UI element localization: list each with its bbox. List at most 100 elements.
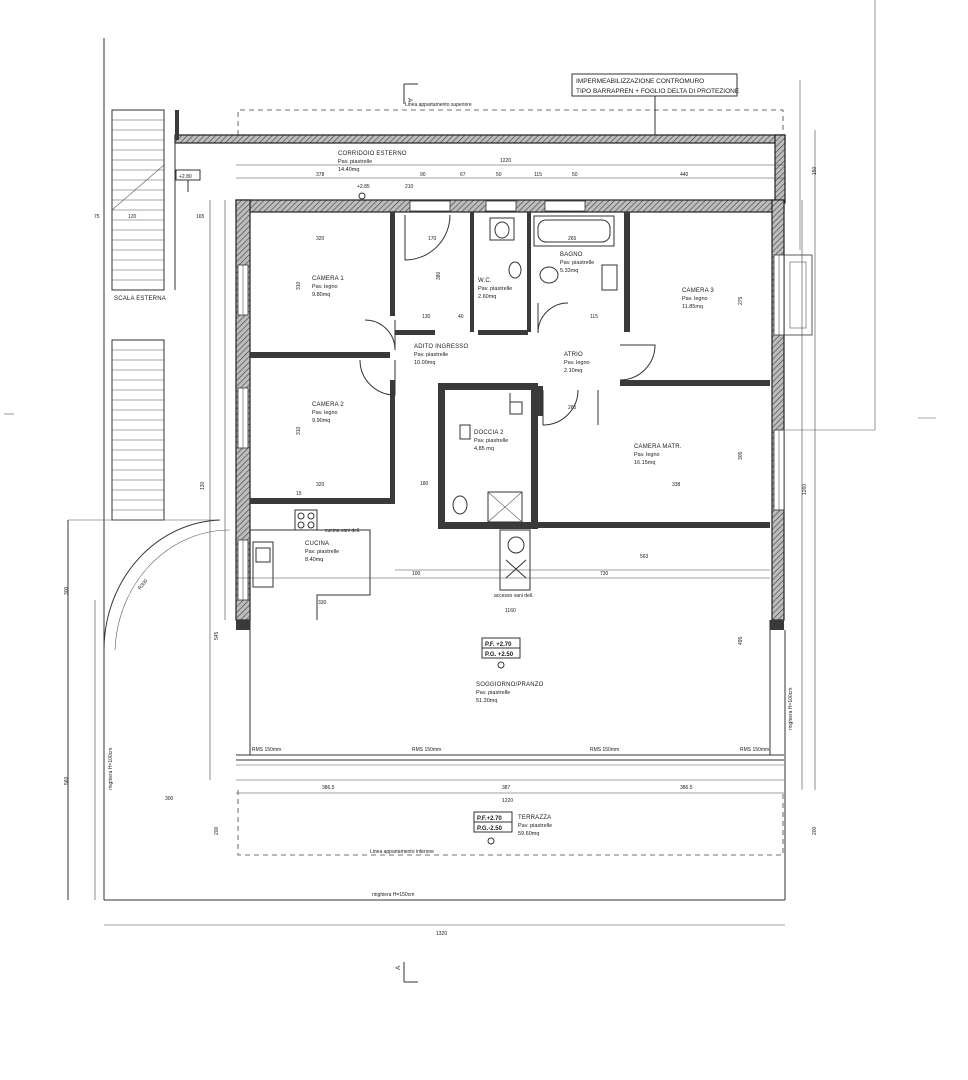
room-area-adito: 10.00mq [414, 360, 435, 366]
room-camera3: CAMERA 3 Pav. legno 11.85mq [682, 288, 714, 310]
dim-bagno-sub: 115 [590, 314, 598, 320]
dim-kitchen-b: 730 [600, 571, 609, 577]
waterproofing-note: IMPERMEABILIZZAZIONE CONTROMURO TIPO BAR… [571, 73, 740, 137]
lower-line-label: Linea appartamento inferiore [370, 849, 434, 855]
note-accesso-vani: accesso vani dell. [494, 593, 533, 599]
note-cucina-vani: cucina vani dell. [325, 528, 361, 534]
dim-stair-75: 75 [94, 214, 100, 220]
room-corridoio: CORRIDOIO ESTERNO Pav. piastrelle 14.40m… [338, 151, 407, 173]
room-area-doccia: 4.85 mq [474, 446, 494, 452]
rms-label-2: RMS 150mm [412, 747, 441, 753]
dim-bottom-c: 386.5 [680, 785, 693, 791]
dim-top-h: 210 [405, 184, 414, 190]
level-terrace-pg: P.G.-2.50 [477, 826, 503, 832]
room-name-camera3: CAMERA 3 [682, 288, 714, 294]
dim-right-150: 150 [812, 166, 818, 175]
rms-label-4: RMS 150mm [740, 747, 769, 753]
room-name-soggiorno: SOGGIORNO/PRANZO [476, 682, 544, 688]
room-area-wc: 2.60mq [478, 294, 496, 300]
rms-label-3: RMS 150mm [590, 747, 619, 753]
dim-top-f: 50 [572, 172, 578, 178]
room-floor-terrazza: Pav. piastrelle [518, 823, 552, 829]
dim-window-130: 130 [200, 481, 206, 490]
room-name-corridoio: CORRIDOIO ESTERNO [338, 151, 407, 157]
room-wc: W.C. Pav. piastrelle 2.60mq [478, 278, 512, 300]
dim-right-200: 200 [812, 826, 818, 835]
dim-bottom-total: 1220 [502, 798, 513, 804]
dim-top-c: 67 [460, 172, 466, 178]
dim-c3-h: 275 [738, 296, 744, 305]
room-area-camera1: 9.80mq [312, 292, 330, 298]
kitchen-fixtures [250, 509, 531, 620]
section-marker-top: A [403, 83, 418, 104]
section-label-top: A [406, 98, 413, 103]
dim-cucina-w: 330 [318, 600, 327, 606]
level-living-pg: P.G. +2.50 [485, 652, 514, 658]
note-ringhiera-bottom: ringhiera H=150cm [372, 892, 414, 898]
room-floor-camera2: Pav. legno [312, 410, 338, 416]
note-line2: TIPO BARRAPREN + FOGLIO DELTA DI PROTEZI… [576, 88, 740, 95]
dim-mid-130: 130 [422, 314, 431, 320]
dim-matr-w: 338 [672, 482, 681, 488]
external-stair: SCALA ESTERNA [111, 109, 176, 521]
dim-kitchen-w: 563 [640, 554, 649, 560]
room-floor-bagno: Pav. piastrelle [560, 260, 594, 266]
dim-top-g: 440 [680, 172, 689, 178]
room-name-camera2: CAMERA 2 [312, 402, 344, 408]
dim-right-1260: 1260 [802, 484, 808, 495]
misc-notes: cucina vani dell. accesso vani dell. rin… [108, 528, 794, 898]
doors [359, 214, 656, 426]
level-markers: +2.80 +2.85 P.F. +2.70 P.G. +2.50 P.F.+2… [175, 169, 521, 845]
room-cucina: CUCINA Pav. piastrelle 8.40mq [305, 541, 339, 563]
room-name-adito: ADITO INGRESSO [414, 344, 468, 350]
room-camera2: CAMERA 2 Pav. legno 9.90mq [312, 402, 344, 424]
room-camera1: CAMERA 1 Pav. legno 9.80mq [312, 276, 344, 298]
room-area-terrazza: 59.60mq [518, 831, 539, 837]
dim-c1-h: 310 [296, 281, 302, 290]
room-area-camera2: 9.90mq [312, 418, 330, 424]
dim-bottom-b: 387 [502, 785, 511, 791]
room-area-bagno: 5.33mq [560, 268, 578, 274]
dim-living-h: 495 [738, 636, 744, 645]
dim-mid-40: 40 [458, 314, 464, 320]
room-adito: ADITO INGRESSO Pav. piastrelle 10.00mq [414, 344, 468, 366]
room-name-terrazza: TERRAZZA [518, 815, 551, 821]
dim-top-b: 90 [420, 172, 426, 178]
lower-apartment-line: Linea appartamento inferiore [237, 790, 784, 856]
dim-stair-165: 165 [196, 214, 205, 220]
room-name-cucina: CUCINA [305, 541, 329, 547]
dimension-lines [94, 130, 816, 926]
dim-mid-180: 180 [420, 481, 429, 487]
room-floor-soggiorno: Pav. piastrelle [476, 690, 510, 696]
dim-c2-h: 310 [296, 426, 302, 435]
room-name-bagno: BAGNO [560, 252, 583, 258]
living-bottom-edge: RMS 150mm RMS 150mm RMS 150mm RMS 150mm [236, 620, 784, 766]
room-atrio: ATRIO Pav. legno 2.10mq [564, 352, 590, 374]
dim-stair-120: 120 [128, 214, 137, 220]
margin-ticks [4, 413, 936, 419]
dim-adito-w: 170 [428, 236, 437, 242]
stair-label: SCALA ESTERNA [114, 296, 166, 302]
section-marker-bottom: A [395, 962, 418, 983]
room-doccia: DOCCIA 2 Pav. piastrelle 4.85 mq [474, 430, 508, 452]
room-floor-matr: Pav. legno [634, 452, 660, 458]
note-ringhiera-right: ringhiera H=100cm [788, 688, 794, 730]
note-line1: IMPERMEABILIZZAZIONE CONTROMURO [576, 78, 704, 85]
dim-terrace-h: 300 [165, 796, 174, 802]
room-area-matr: 16.15mq [634, 460, 655, 466]
stair-treads-lower [112, 349, 164, 511]
room-floor-corridoio: Pav. piastrelle [338, 159, 372, 165]
section-label-bottom: A [395, 965, 402, 970]
dimension-texts: 1220 378 90 67 50 115 50 440 210 320 310… [64, 158, 818, 937]
room-floor-camera3: Pav. legno [682, 296, 708, 302]
dim-bagno-w: 265 [568, 236, 577, 242]
dim-c1-w: 320 [316, 236, 325, 242]
room-soggiorno: SOGGIORNO/PRANZO Pav. piastrelle 51.30mq [476, 682, 544, 704]
radius-label: R300 [137, 578, 149, 591]
corridor-outer-wall [174, 110, 786, 204]
dim-adito-h: 380 [436, 271, 442, 280]
room-area-camera3: 11.85mq [682, 304, 703, 310]
dim-left-560: 560 [64, 776, 70, 785]
dim-top-e: 115 [534, 172, 542, 178]
